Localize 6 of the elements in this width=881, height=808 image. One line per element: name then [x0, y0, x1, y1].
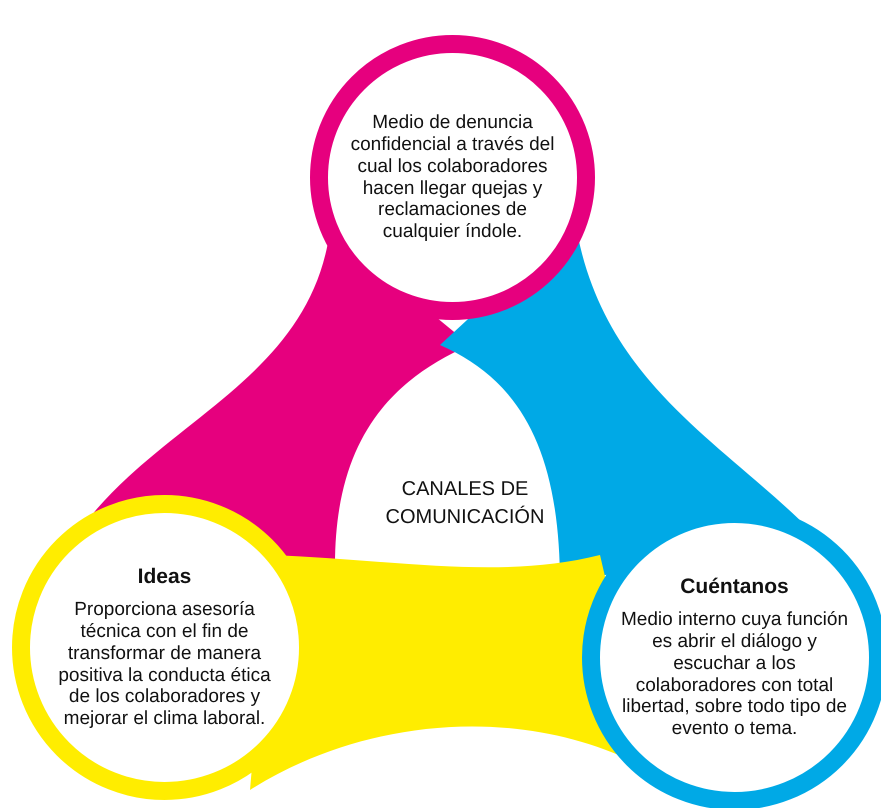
circle-heading: Ideas	[136, 564, 192, 589]
circle-description: Proporciona asesoría técnica con el fin de transformar de manera positiva la conducta ética de los colaboradores y mejorar el clima laboral.	[57, 598, 272, 730]
circle-description: Medio de denuncia confidencial a través del cual los colaboradores hacen llegar quejas y reclamaciones de cualquier índole.	[350, 112, 556, 244]
circle-description: Medio interno cuya función es abrir el diálogo y escuchar a los colaboradores con total libertad, sobre todo tipo de evento o tema.	[620, 608, 850, 740]
center-title: CANALES DE COMUNICACIÓN	[355, 475, 575, 531]
circle-heading: Cuéntanos	[679, 574, 790, 599]
